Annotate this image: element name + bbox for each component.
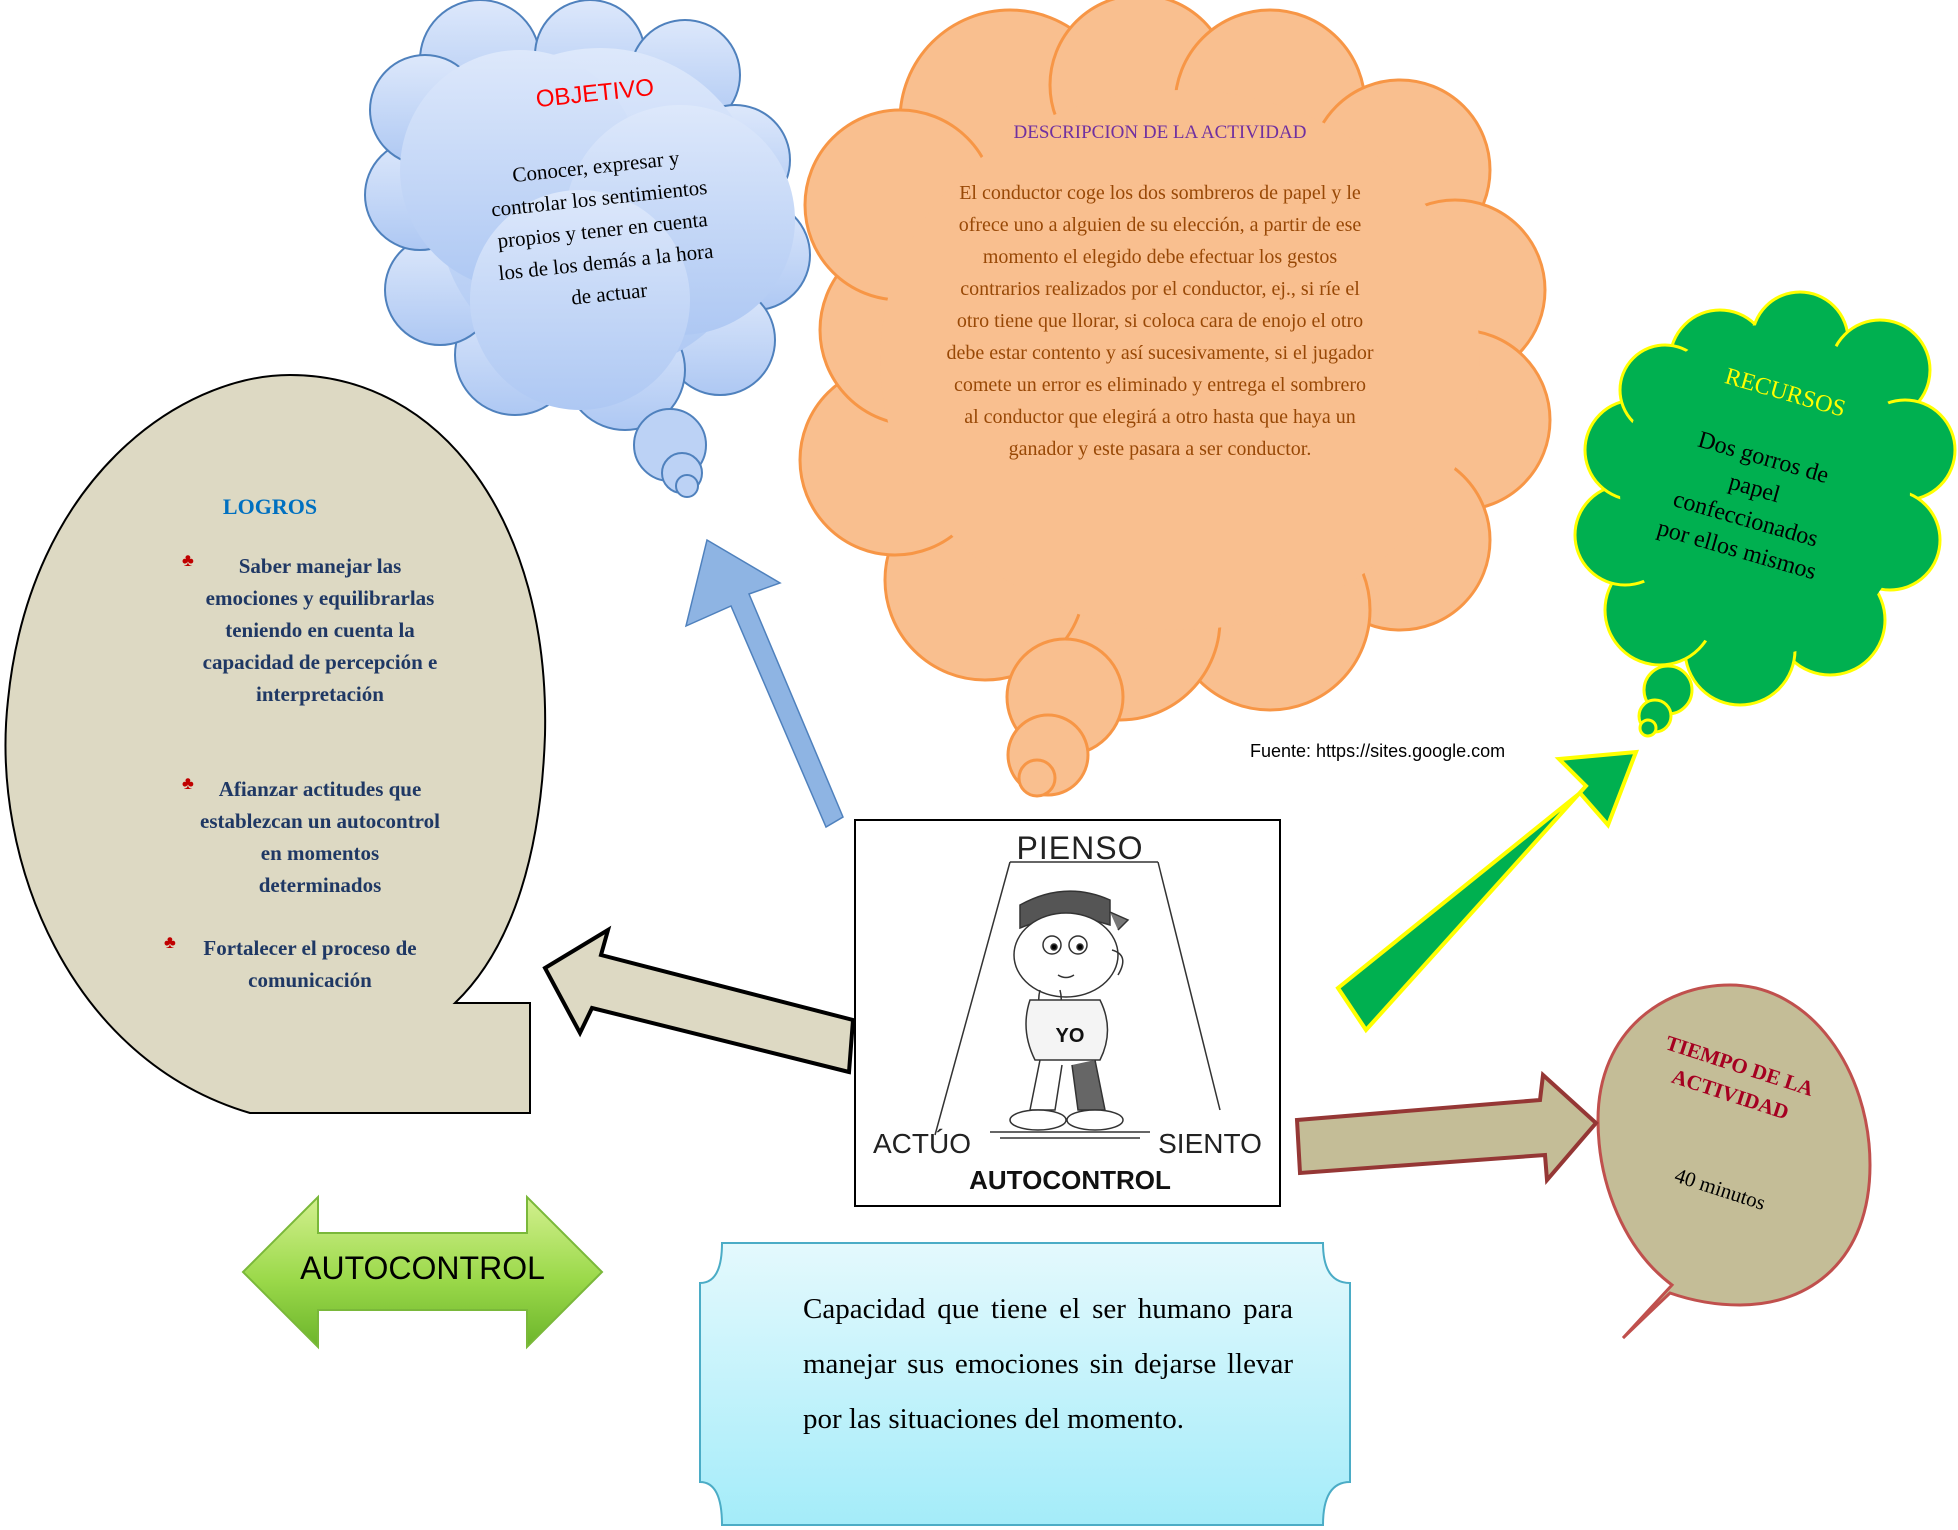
bullet-icon: ♣	[182, 550, 194, 570]
arrow-to-logros-shape	[542, 925, 856, 1075]
descripcion-cloud-fill	[880, 90, 1480, 630]
bullet-icon: ♣	[182, 773, 194, 793]
image-label-siento: SIENTO	[1158, 1128, 1262, 1159]
image-label-autocontrol: AUTOCONTROL	[969, 1165, 1171, 1195]
autocontrol-arrow-label: AUTOCONTROL	[300, 1250, 545, 1286]
descripcion-cloud-tail	[1005, 637, 1125, 798]
center-image-drawing	[934, 861, 1221, 1139]
arrow-to-recursos	[1335, 749, 1640, 1034]
image-label-pienso: PIENSO	[1016, 830, 1144, 866]
arrow-to-tiempo	[1294, 1070, 1599, 1185]
image-label-yo: YO	[1055, 1025, 1085, 1047]
autocontrol-double-arrow	[241, 1194, 604, 1350]
objetivo-cloud-fill	[400, 48, 795, 410]
objetivo-text: Conocer, expresar y controlar los sentim…	[490, 145, 715, 310]
logros-list: ♣ Saber manejar las emociones y equilibr…	[160, 550, 460, 1002]
tiempo-bubble	[1596, 983, 1872, 1340]
descripcion-text: El conductor coge los dos sombreros de p…	[946, 182, 1374, 460]
logros-bubble	[4, 373, 547, 1114]
bullet-icon: ♣	[164, 932, 176, 952]
arrow-to-objetivo	[684, 538, 844, 829]
recursos-cloud-tail	[1637, 664, 1694, 738]
logros-item: ♣ Saber manejar las emociones y equilibr…	[160, 550, 460, 773]
logros-item-text: Saber manejar las emociones y equilibrar…	[202, 554, 438, 706]
definicion-box	[699, 1242, 1351, 1526]
logros-title: LOGROS	[222, 494, 318, 519]
logros-item-text: Afianzar actitudes que establezcan un au…	[200, 777, 440, 897]
logros-item: ♣ Fortalecer el proceso de comunicación	[160, 932, 460, 1002]
image-label-actuo: ACTÚO	[873, 1128, 971, 1159]
source-caption: Fuente: https://sites.google.com	[1250, 741, 1506, 761]
recursos-cloud-fill	[1620, 325, 1910, 655]
objetivo-cloud-tail	[633, 408, 707, 498]
logros-item-text: Fortalecer el proceso de comunicación	[203, 936, 417, 992]
descripcion-title: DESCRIPCION DE LA ACTIVIDAD	[1013, 122, 1307, 143]
logros-item: ♣ Afianzar actitudes que establezcan un …	[160, 773, 460, 932]
definicion-text: Capacidad que tiene el ser humano para m…	[803, 1293, 1293, 1435]
